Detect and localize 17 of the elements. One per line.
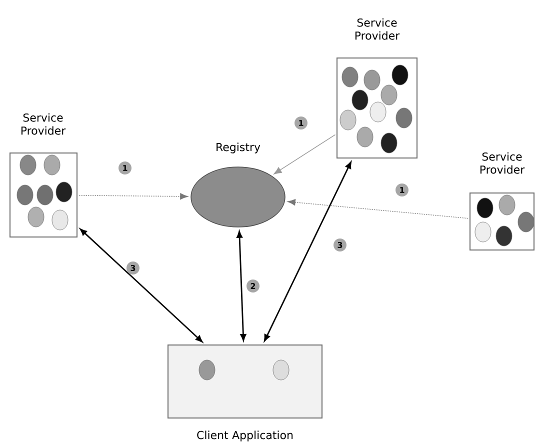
arrow [80, 228, 203, 342]
node-title: Client Application [197, 430, 293, 442]
node-title: Service Provider [480, 152, 525, 174]
step-badge: 3 [126, 262, 140, 274]
node-title: Service Provider [21, 113, 66, 135]
step-badge: 1 [294, 116, 308, 130]
arrow [236, 230, 246, 341]
arrow [288, 199, 468, 219]
arrow [78, 193, 188, 200]
step-badge: 1 [396, 184, 408, 196]
step-badge: 3 [334, 238, 346, 252]
arrow [264, 162, 352, 342]
step-badge: 1 [118, 162, 132, 174]
node-title: Service Provider [355, 18, 400, 40]
step-badge: 2 [246, 280, 260, 292]
node-title: Registry [216, 142, 260, 154]
arrow [274, 134, 336, 174]
